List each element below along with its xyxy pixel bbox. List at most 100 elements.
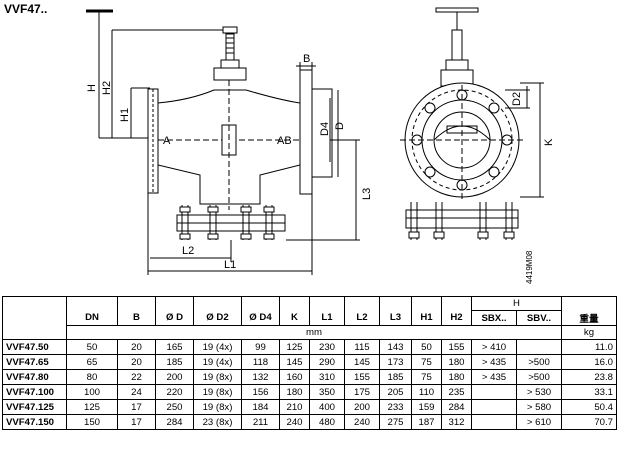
cell-model: VVF47.50	[2, 339, 67, 355]
dim-label-d4: D4	[319, 122, 331, 136]
table-row: VVF47.80 80 22 200 19 (8x) 132 160 310 1…	[2, 369, 617, 385]
dim-label-d: D	[334, 122, 346, 130]
header-h2: H2	[441, 310, 472, 326]
cell-b: 20	[117, 354, 156, 370]
cell-d4: 184	[241, 399, 280, 415]
cell-d2: 19 (8x)	[193, 384, 242, 400]
cell-h1: 75	[411, 369, 442, 385]
cell-d4: 99	[241, 339, 280, 355]
cell-dn: 65	[66, 354, 118, 370]
cell-l2: 175	[344, 384, 380, 400]
dim-label-b: B	[303, 53, 310, 65]
header-l3: L3	[379, 310, 412, 326]
cell-l2: 155	[344, 369, 380, 385]
cell-d2: 23 (8x)	[193, 414, 242, 430]
table-units-row: mm kg	[2, 325, 617, 340]
cell-l3: 275	[379, 414, 412, 430]
cell-h2: 180	[441, 354, 472, 370]
header-l2: L2	[344, 310, 380, 326]
header-d4: Ø D4	[241, 310, 280, 326]
cell-sbx: > 435	[471, 369, 517, 385]
cell-sbv: > 580	[516, 399, 562, 415]
cell-sbv: > 610	[516, 414, 562, 430]
cell-b: 24	[117, 384, 156, 400]
cell-d: 185	[155, 354, 194, 370]
cell-h2: 312	[441, 414, 472, 430]
port-label-a: A	[163, 135, 171, 147]
cell-h2: 180	[441, 369, 472, 385]
cell-d4: 118	[241, 354, 280, 370]
cell-sbx	[471, 414, 517, 430]
drawing-code: 4419M08	[525, 250, 534, 284]
cell-b: 20	[117, 339, 156, 355]
cell-k: 180	[279, 384, 310, 400]
cell-l1: 230	[309, 339, 345, 355]
table-row: VVF47.150 150 17 284 23 (8x) 211 240 480…	[2, 414, 617, 430]
cell-h1: 110	[411, 384, 442, 400]
cell-b: 22	[117, 369, 156, 385]
cell-sbv: >500	[516, 354, 562, 370]
dim-label-h1: H1	[119, 108, 131, 122]
table-group-header-row: H	[2, 296, 617, 311]
cell-k: 125	[279, 339, 310, 355]
units-mm: mm	[66, 325, 562, 340]
cell-model: VVF47.65	[2, 354, 67, 370]
cell-d2: 19 (8x)	[193, 369, 242, 385]
cell-k: 240	[279, 414, 310, 430]
cell-l3: 205	[379, 384, 412, 400]
cell-dn: 125	[66, 399, 118, 415]
header-group-h: H	[471, 296, 562, 311]
dim-label-l3: L3	[361, 188, 373, 200]
cell-sbx: > 410	[471, 339, 517, 355]
cell-d4: 132	[241, 369, 280, 385]
table-row: VVF47.125 125 17 250 19 (8x) 184 210 400…	[2, 399, 617, 415]
cell-weight: 11.0	[561, 339, 617, 355]
cell-b: 17	[117, 399, 156, 415]
cell-l1: 480	[309, 414, 345, 430]
cell-l2: 200	[344, 399, 380, 415]
cell-sbx: > 435	[471, 354, 517, 370]
cell-l1: 310	[309, 369, 345, 385]
cell-h1: 159	[411, 399, 442, 415]
cell-d2: 19 (8x)	[193, 399, 242, 415]
cell-l3: 185	[379, 369, 412, 385]
cell-h1: 75	[411, 354, 442, 370]
cell-model: VVF47.150	[2, 414, 67, 430]
header-sbx: SBX..	[471, 310, 517, 326]
page-title: VVF47..	[4, 2, 48, 16]
header-weight: 重量	[561, 310, 617, 326]
table-row: VVF47.100 100 24 220 19 (8x) 156 180 350…	[2, 384, 617, 400]
cell-b: 17	[117, 414, 156, 430]
cell-d2: 19 (4x)	[193, 339, 242, 355]
dim-label-h2: H2	[101, 81, 113, 95]
cell-d4: 211	[241, 414, 280, 430]
dim-label-l1: L1	[224, 259, 236, 271]
dim-label-k: K	[543, 138, 555, 146]
cell-l2: 115	[344, 339, 380, 355]
dim-label-d2: D2	[511, 92, 523, 106]
cell-k: 210	[279, 399, 310, 415]
cell-l1: 290	[309, 354, 345, 370]
cell-sbv: > 530	[516, 384, 562, 400]
cell-dn: 150	[66, 414, 118, 430]
cell-model: VVF47.125	[2, 399, 67, 415]
cell-d: 200	[155, 369, 194, 385]
dimensions-table: H DN B Ø D Ø D2 Ø D4 K L1 L2 L3 H1 H2 SB…	[2, 296, 617, 430]
header-b: B	[117, 310, 156, 326]
cell-sbx	[471, 399, 517, 415]
cell-weight: 70.7	[561, 414, 617, 430]
cell-weight: 50.4	[561, 399, 617, 415]
cell-l2: 240	[344, 414, 380, 430]
dim-label-h: H	[86, 84, 98, 92]
cell-dn: 80	[66, 369, 118, 385]
dim-label-l2: L2	[182, 245, 194, 257]
cell-k: 145	[279, 354, 310, 370]
cell-d: 220	[155, 384, 194, 400]
cell-h2: 155	[441, 339, 472, 355]
cell-model: VVF47.100	[2, 384, 67, 400]
header-k: K	[279, 310, 310, 326]
cell-h2: 284	[441, 399, 472, 415]
valve-drawing: H H2 H1 B A AB D4 D L3 L2 L1 D2 K 4419M0…	[86, 7, 555, 284]
cell-weight: 16.0	[561, 354, 617, 370]
header-d: Ø D	[155, 310, 194, 326]
